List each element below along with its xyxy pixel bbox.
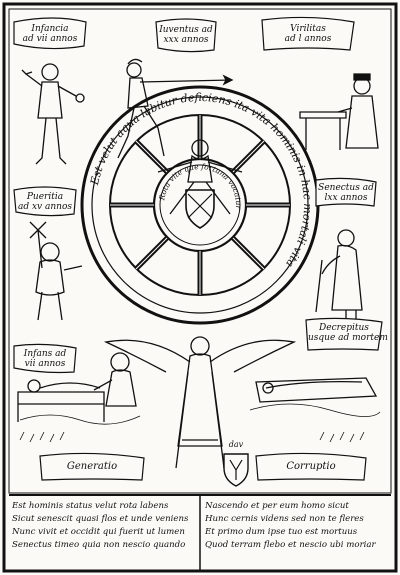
figure-old-man-with-cane	[315, 229, 363, 328]
scroll-line: Decrepitus	[319, 323, 369, 333]
scroll-line: Infancia	[31, 24, 69, 34]
verse-block-left: Est hominis status velut rota labens Sic…	[12, 500, 196, 552]
scroll-iuventus: Iuventus ad xxx annos	[158, 25, 214, 45]
verse-line: Hunc cernis videns sed non te fleres	[205, 514, 364, 524]
scroll-generatio: Generatio	[66, 461, 118, 472]
scroll-line: lxx annos	[324, 193, 368, 203]
figure-angel	[103, 336, 297, 469]
bottom-shield	[223, 453, 249, 487]
verse-line: Sicut senescit quasi flos et unde venien…	[12, 514, 189, 524]
scroll-banners	[13, 16, 383, 481]
shield-label: dav	[228, 440, 244, 449]
scroll-pueritia: Pueritia ad xv annos	[16, 192, 74, 212]
scroll-infans: Infans ad vii annos	[16, 349, 74, 369]
scroll-infancia: Infancia ad vii annos	[16, 24, 84, 44]
figure-youth-with-spear	[117, 58, 234, 159]
scroll-line: ad xv annos	[17, 202, 72, 212]
verse-line: Senectus timeo quia non nescio quando	[12, 540, 186, 550]
ground-hatching	[19, 403, 381, 443]
scroll-line: vii annos	[24, 359, 66, 369]
verse-line: Nunc vivit et occidit qui fuerit ut lume…	[12, 527, 185, 537]
scroll-line: xxx annos	[163, 35, 209, 45]
figure-dying-man-on-bed	[17, 352, 137, 422]
scroll-line: Iuventus ad	[159, 25, 213, 35]
figure-corpse-in-coffin	[255, 377, 378, 403]
verse-line: Est hominis status velut rota labens	[12, 501, 169, 511]
scroll-line: Pueritia	[26, 192, 64, 202]
scroll-line: Virilitas	[290, 24, 326, 34]
scroll-corruptio: Corruptio	[286, 461, 336, 472]
verse-line: Nascendo et per eum homo sicut	[205, 501, 349, 511]
scroll-line: ad l annos	[284, 34, 332, 44]
scroll-decrepitus: Decrepitus usque ad mortem	[308, 323, 388, 343]
figure-on-wheel	[157, 139, 243, 215]
scroll-line: Senectus ad	[318, 183, 374, 193]
scroll-line: usque ad mortem	[308, 333, 388, 343]
scroll-senectus: Senectus ad lxx annos	[318, 183, 374, 203]
scroll-line: Infans ad	[23, 349, 67, 359]
inner-frame	[8, 8, 392, 494]
verse-line: Quod terram flebo et nescio ubi moriar	[205, 540, 376, 550]
verse-line: Et primo dum ipse tuo est mortuus	[205, 527, 358, 537]
wheel-of-life	[80, 85, 320, 325]
scroll-line: ad vii annos	[22, 34, 78, 44]
verse-block-right: Nascendo et per eum homo sicut Hunc cern…	[205, 500, 389, 552]
scroll-virilitas: Virilitas ad l annos	[266, 24, 350, 44]
figure-infant-with-pinwheel	[29, 221, 83, 321]
figure-man-at-table	[299, 73, 379, 150]
figure-child-with-bird	[21, 63, 85, 165]
